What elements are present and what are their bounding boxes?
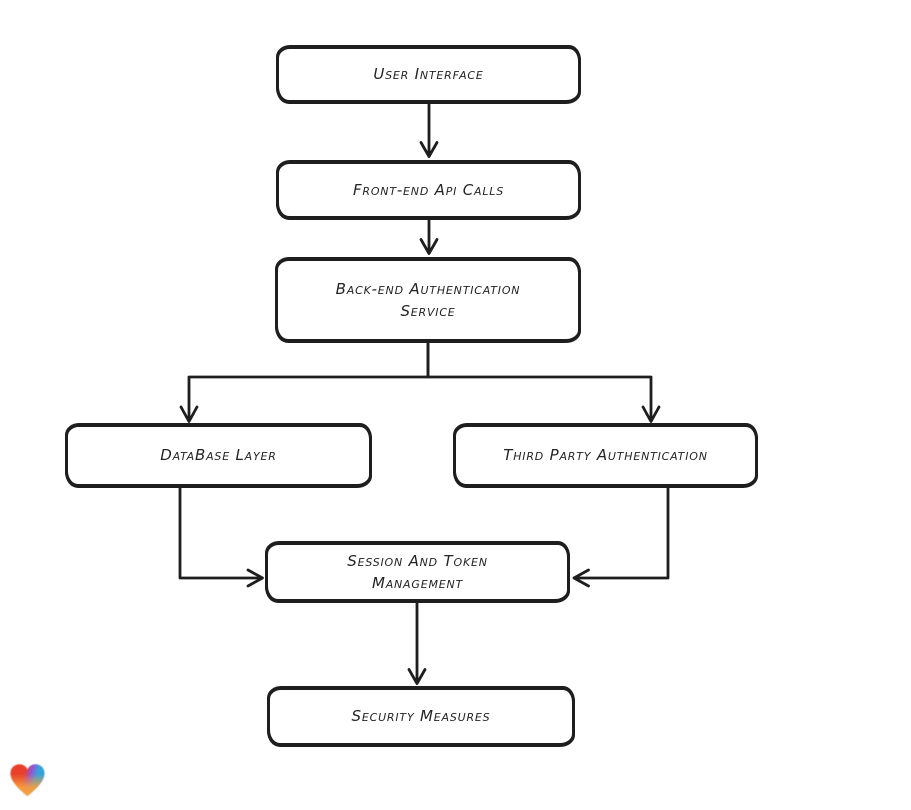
node-label: Back-end Authentication Service — [335, 279, 521, 321]
node-database-layer[interactable]: DataBase Layer — [65, 424, 372, 487]
node-third-party-authentication[interactable]: Third Party Authentication — [453, 424, 758, 487]
edge-third-party-to-session — [572, 486, 670, 588]
node-user-interface[interactable]: User Interface — [276, 46, 581, 103]
edge-session-to-security — [407, 601, 427, 685]
edge-back-end-to-database — [179, 341, 430, 423]
heart-logo-icon — [10, 764, 45, 797]
node-label: Third Party Authentication — [503, 446, 708, 465]
edge-back-end-to-third-party — [426, 341, 661, 423]
node-back-end-authentication-service[interactable]: Back-end Authentication Service — [275, 258, 581, 342]
node-session-and-token-management[interactable]: Session And Token Management — [265, 542, 570, 602]
node-label: Front-end Api Calls — [352, 180, 505, 199]
node-label: Session And Token Management — [347, 551, 488, 593]
edge-user-interface-to-front-end — [419, 102, 439, 158]
node-front-end-api-calls[interactable]: Front-end Api Calls — [276, 161, 581, 219]
edge-database-to-session — [178, 486, 264, 588]
node-label: User Interface — [373, 65, 484, 84]
node-label: Security Measures — [351, 707, 491, 726]
edge-front-end-to-back-end — [419, 218, 439, 255]
node-label: DataBase Layer — [160, 446, 277, 465]
node-security-measures[interactable]: Security Measures — [267, 687, 575, 746]
